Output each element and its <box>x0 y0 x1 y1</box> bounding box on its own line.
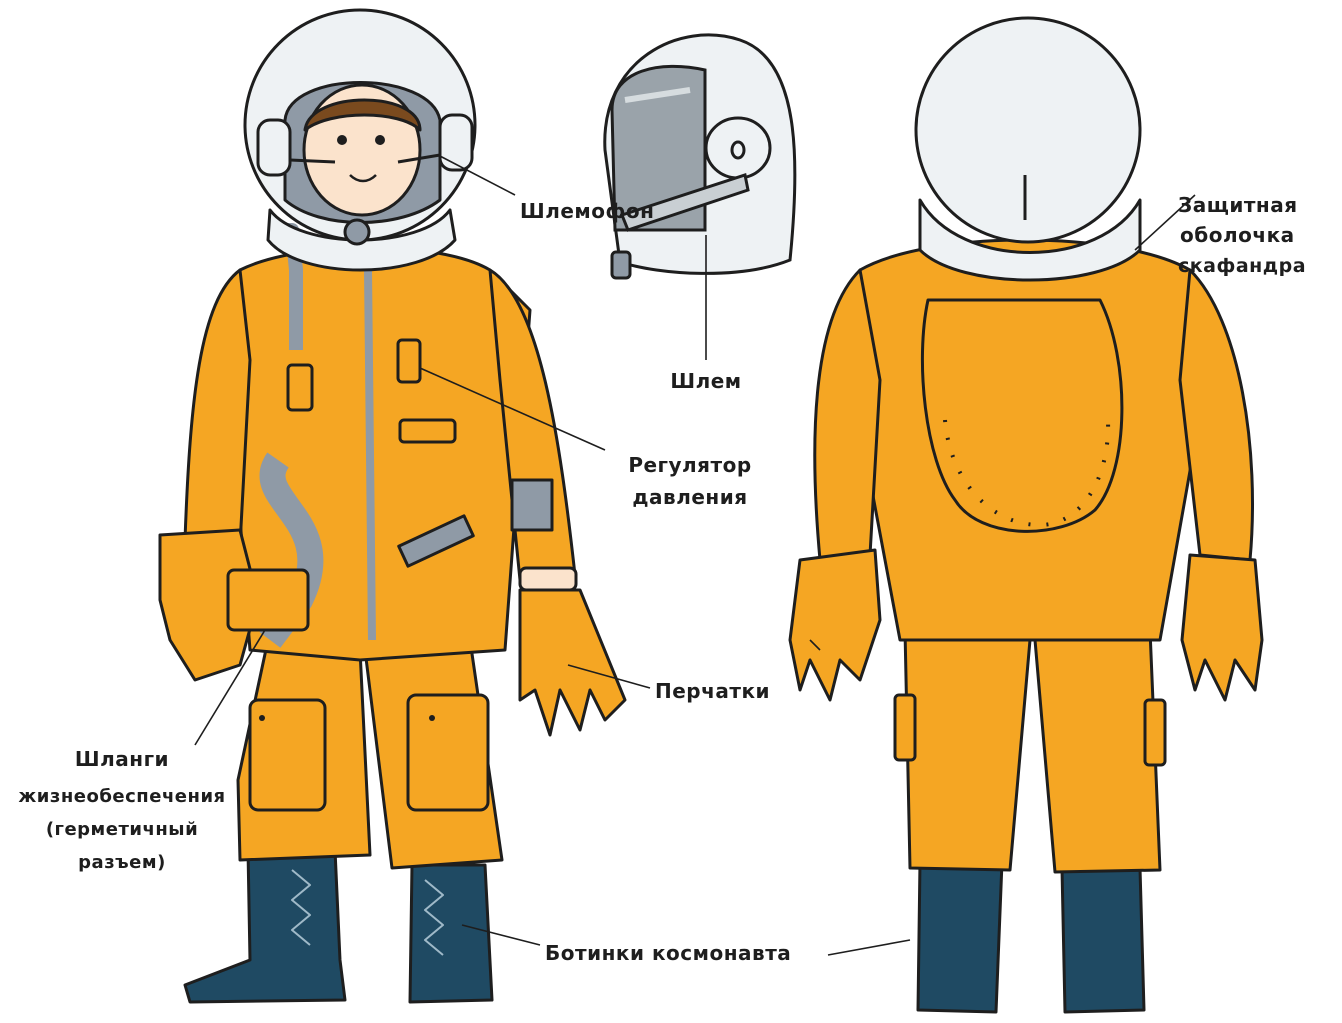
label-shell-line2: оболочка <box>1180 223 1295 247</box>
side-mic <box>612 252 630 278</box>
label-headset: Шлемофон <box>520 199 654 223</box>
sleeve-patch <box>512 480 552 530</box>
side-earpiece-hole <box>732 142 744 158</box>
back-left-pocket <box>895 695 915 760</box>
back-right-boot <box>1062 868 1144 1012</box>
pressure-regulator <box>398 340 420 382</box>
label-shell-line1: Защитная <box>1178 193 1298 217</box>
back-panel <box>922 300 1121 531</box>
back-left-leg <box>905 630 1030 870</box>
back-boots-leader <box>828 940 910 955</box>
back-right-arm <box>1180 270 1253 560</box>
label-hoses-line4: разъем) <box>78 852 166 873</box>
label-regulator-line1: Регулятор <box>628 453 751 477</box>
back-left-boot <box>918 862 1002 1012</box>
label-gloves: Перчатки <box>655 679 770 703</box>
back-right-pocket <box>1145 700 1165 765</box>
label-hoses-line1: Шланги <box>75 747 169 771</box>
label-shell-line3: скафандра <box>1178 255 1306 277</box>
label-helmet: Шлем <box>670 369 741 393</box>
front-left-arm <box>185 270 250 545</box>
chest-pocket <box>288 365 312 410</box>
neck-ring <box>345 220 369 244</box>
helmet-side-view <box>605 35 795 278</box>
back-helmet <box>916 18 1140 242</box>
front-zipper <box>368 270 372 640</box>
pocket-button <box>259 715 265 721</box>
label-regulator-line2: давления <box>632 485 747 509</box>
front-right-boot <box>410 865 492 1002</box>
front-right-leg-pocket <box>408 695 488 810</box>
front-figure <box>160 10 625 1002</box>
label-boots: Ботинки космонавта <box>545 941 791 965</box>
hose-connector <box>228 570 308 630</box>
back-right-leg <box>1035 630 1160 872</box>
chest-buttons <box>400 420 455 442</box>
front-right-glove <box>520 590 625 735</box>
back-left-glove <box>790 550 880 700</box>
right-earpiece <box>440 115 472 170</box>
right-eye <box>375 135 385 145</box>
left-eye <box>337 135 347 145</box>
left-earpiece <box>258 120 290 175</box>
back-figure <box>790 18 1262 1012</box>
front-right-wrist <box>520 568 576 590</box>
label-hoses-line3: (герметичный <box>46 819 198 840</box>
label-hoses-line2: жизнеобеспечения <box>18 786 225 807</box>
front-left-boot <box>185 850 345 1002</box>
pocket-button <box>429 715 435 721</box>
back-right-glove <box>1182 555 1262 700</box>
